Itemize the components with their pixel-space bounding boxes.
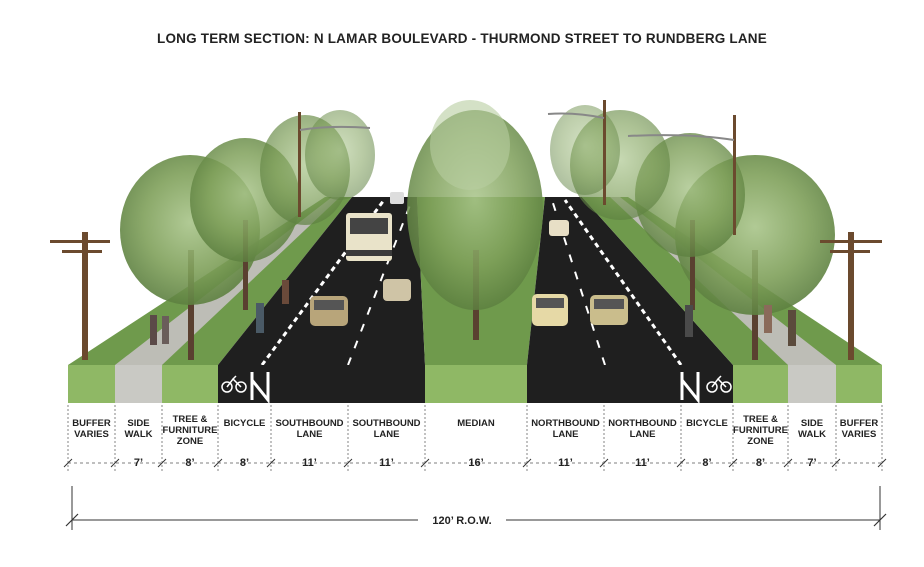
- vehicles: [310, 192, 628, 326]
- cyclist-right: [685, 305, 693, 337]
- segment-width-2: 7’: [133, 457, 144, 469]
- car-northbound-right: [590, 295, 628, 325]
- utility-poles: [50, 100, 882, 360]
- segment-label-6: SOUTHBOUND LANE: [352, 418, 421, 440]
- divider-tick-11: [728, 458, 738, 468]
- divider-tick-2: [110, 458, 120, 468]
- segment-label-3: TREE & FURNITURE ZONE: [162, 414, 218, 447]
- segment-label-9: NORTHBOUND LANE: [608, 418, 677, 440]
- northbound-roadway: [527, 197, 733, 365]
- right-streetlight: [547, 100, 736, 235]
- segment-block-2: [115, 365, 162, 403]
- pedestrian-right-2: [788, 310, 796, 346]
- segment-label-4: BICYCLE: [223, 418, 266, 429]
- bike-symbol-left: [221, 375, 247, 393]
- segment-label-5: SOUTHBOUND LANE: [275, 418, 344, 440]
- row-label-text: 120’ R.O.W.: [418, 515, 506, 527]
- right-bike-buffer: [563, 199, 683, 366]
- diagram-title: LONG TERM SECTION: N LAMAR BOULEVARD - T…: [157, 31, 767, 46]
- car-northbound-near: [532, 294, 568, 326]
- segment-block-9: [604, 365, 681, 403]
- segment-block-3: [162, 365, 218, 403]
- divider-tick-6: [343, 458, 353, 468]
- segment-block-6: [348, 365, 425, 403]
- divider-tick-14: [877, 458, 887, 468]
- segment-block-11: [733, 365, 788, 403]
- bike-buffer-chevron-right: [680, 372, 700, 405]
- pedestrians-and-cyclists: [150, 280, 796, 346]
- southbound-lane-dash: [347, 199, 413, 366]
- segment-width-12: 7’: [807, 457, 817, 469]
- bus: [346, 213, 392, 261]
- segment-label-12: SIDE WALK: [798, 418, 826, 440]
- segment-width-3: 8’: [185, 457, 195, 469]
- car-southbound-far: [383, 279, 411, 301]
- segment-block-13: [836, 365, 882, 403]
- car-southbound-near: [310, 296, 348, 326]
- segment-label-2: SIDE WALK: [124, 418, 153, 440]
- segment-width-6: 11’: [379, 457, 394, 469]
- right-utility-pole: [820, 232, 882, 360]
- cyclist-left-2: [282, 280, 289, 304]
- left-utility-pole: [50, 232, 110, 360]
- segment-width-5: 11’: [302, 457, 317, 469]
- pedestrian-left: [150, 315, 157, 345]
- segment-dividers: [63, 405, 887, 472]
- divider-tick-5: [266, 458, 276, 468]
- row-dimension-label: 120’ R.O.W.: [0, 515, 924, 527]
- segment-block-12: [788, 365, 836, 403]
- segment-label-8: NORTHBOUND LANE: [531, 418, 600, 440]
- tree-right-back: [550, 105, 670, 220]
- tree-median: [407, 100, 543, 340]
- segment-block-8: [527, 365, 604, 403]
- segment-block-1: [68, 365, 115, 403]
- pedestrian-right: [764, 305, 772, 333]
- pedestrian-left-2: [162, 316, 169, 344]
- bike-buffer-chevron-left: [250, 372, 270, 405]
- segment-width-10: 8’: [702, 457, 712, 469]
- segment-width-11: 8’: [755, 457, 766, 469]
- segment-width-7: 16’: [468, 457, 484, 469]
- left-streetlight: [298, 112, 371, 217]
- segment-block-10: [681, 365, 733, 403]
- segment-width-8: 11’: [558, 457, 573, 469]
- segment-label-7: MEDIAN: [457, 418, 495, 429]
- section-front-band: [68, 365, 882, 403]
- segment-label-10: BICYCLE: [686, 418, 728, 429]
- tree-left-back: [260, 110, 375, 225]
- segment-block-5: [271, 365, 348, 403]
- segment-width-9: 11’: [635, 457, 650, 469]
- car-northbound-far: [549, 220, 569, 236]
- bike-symbol-right: [706, 375, 732, 393]
- divider-tick-3: [157, 458, 167, 468]
- street-trees: [120, 100, 835, 360]
- segment-width-4: 8’: [239, 457, 250, 469]
- segment-label-11: TREE & FURNITURE ZONE: [733, 414, 788, 447]
- segment-label-1: BUFFER VARIES: [72, 418, 111, 440]
- cyclist-left: [256, 303, 264, 333]
- car-southbound-distant: [390, 192, 404, 204]
- segment-label-13: BUFFER VARIES: [839, 418, 879, 440]
- segment-block-7: [425, 365, 527, 403]
